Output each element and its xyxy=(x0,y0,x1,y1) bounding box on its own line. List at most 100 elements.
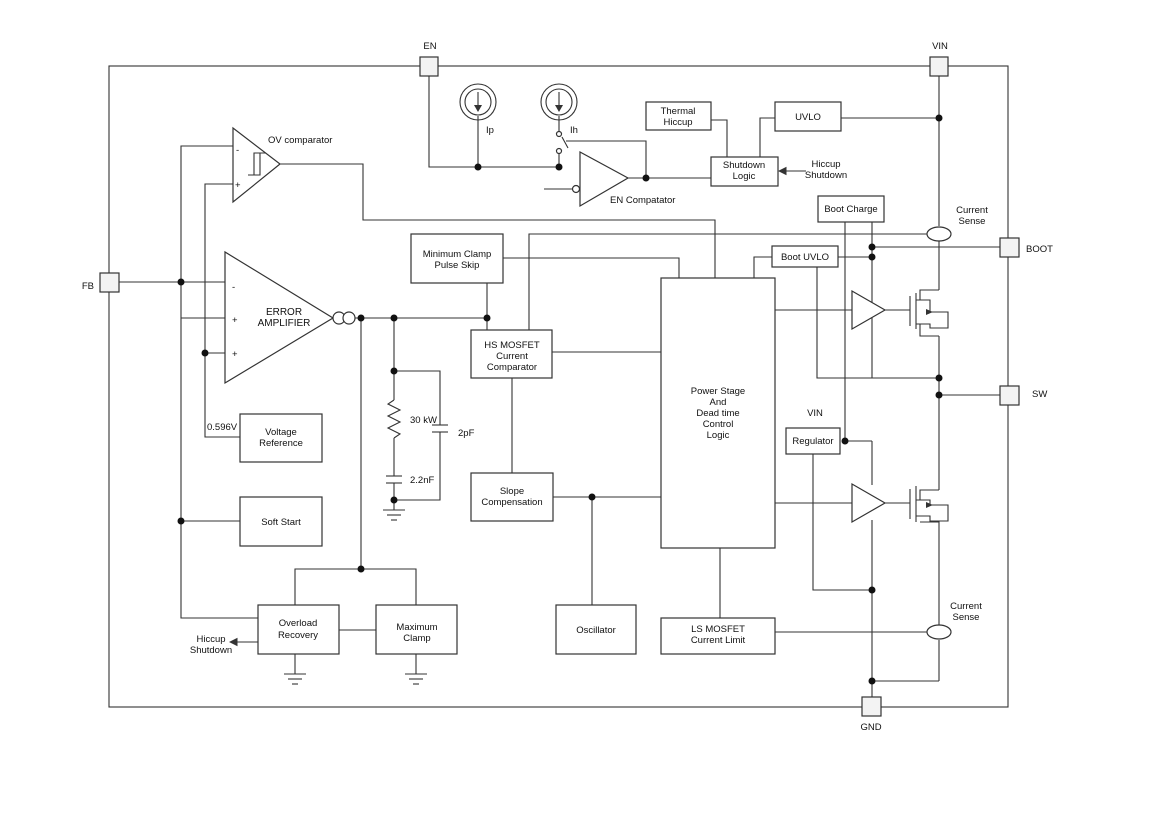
current-sense-top-label-2: Sense xyxy=(959,216,986,227)
oscillator-block xyxy=(555,604,637,655)
current-sense-bot-label-2: Sense xyxy=(953,612,980,623)
boot-charge-block xyxy=(817,195,885,223)
uvlo-label: UVLO xyxy=(795,112,821,123)
fb-pin-label: FB xyxy=(82,281,94,292)
cap-2pF-label: 2pF xyxy=(458,428,475,439)
power-stage-label-3: Dead time xyxy=(696,408,739,419)
slope-compensation-block xyxy=(470,472,554,522)
hs-comp-label-3: Comparator xyxy=(487,362,537,373)
ls-limit-label-2: Current Limit xyxy=(691,635,746,646)
ground-symbol-comp xyxy=(383,509,405,521)
ls-mosfet-icon xyxy=(909,486,949,522)
min-clamp-block xyxy=(410,233,504,284)
vref-label-1: Voltage xyxy=(265,427,297,438)
sw-pin xyxy=(999,385,1020,406)
ls-gate-driver xyxy=(851,482,887,524)
current-sense-top-label-1: Current xyxy=(956,205,988,216)
thermal-label-2: Hiccup xyxy=(663,117,692,128)
voltage-reference-block xyxy=(239,413,323,463)
en-pin xyxy=(419,56,439,77)
ih-label: Ih xyxy=(570,125,578,136)
hiccup-in-label-2: Shutdown xyxy=(805,170,847,181)
error-amp-line2: AMPLIFIER xyxy=(258,318,311,329)
hs-comparator-block xyxy=(470,329,553,379)
junction-dots xyxy=(177,114,943,685)
hs-comp-label-2: Current xyxy=(496,351,528,362)
error-amp-plus1: + xyxy=(232,315,238,326)
en-pin-label: EN xyxy=(423,41,436,52)
overload-recovery-block xyxy=(257,604,340,655)
current-sense-bot-label-1: Current xyxy=(950,601,982,612)
wires xyxy=(119,76,1000,697)
overload-label-1: Overload xyxy=(279,618,318,629)
soft-start-label: Soft Start xyxy=(261,517,301,528)
switch-icon xyxy=(555,130,563,155)
resistor-value-label: 30 kW xyxy=(410,415,437,426)
ov-comparator-label: OV comparator xyxy=(268,135,332,146)
vin-pin xyxy=(929,56,949,77)
power-stage-label-5: Logic xyxy=(707,430,730,441)
shutdown-logic-block xyxy=(710,156,779,187)
hiccup-out-label-2: Shutdown xyxy=(190,645,232,656)
power-stage-label-1: Power Stage xyxy=(691,386,745,397)
regulator-label: Regulator xyxy=(792,436,833,447)
current-sense-bottom-icon xyxy=(926,624,952,640)
thermal-label-1: Thermal xyxy=(661,106,696,117)
slope-label-1: Slope xyxy=(500,486,524,497)
ground-symbol-overload xyxy=(284,654,306,685)
regulator-block xyxy=(785,427,841,455)
vref-value-label: 0.596V xyxy=(207,422,238,433)
vref-label-2: Reference xyxy=(259,438,303,449)
boot-pin-label: BOOT xyxy=(1026,244,1053,255)
ov-minus-label: - xyxy=(236,145,239,156)
hiccup-out-label-1: Hiccup xyxy=(196,634,225,645)
gnd-pin xyxy=(861,696,882,717)
error-amp-minus: - xyxy=(232,282,235,293)
ov-comparator xyxy=(232,126,281,204)
capacitor-2.2nF xyxy=(386,475,402,484)
slope-label-2: Compensation xyxy=(481,497,542,508)
boot-charge-label: Boot Charge xyxy=(824,204,877,215)
boot-pin xyxy=(999,237,1020,258)
uvlo-block xyxy=(774,101,842,132)
fb-pin xyxy=(99,272,120,293)
min-clamp-label-1: Minimum Clamp xyxy=(423,249,492,260)
shutdown-label-2: Logic xyxy=(733,171,756,182)
power-stage-label-4: Control xyxy=(703,419,734,430)
power-stage-block xyxy=(660,277,776,549)
error-amp-line1: ERROR xyxy=(266,307,302,318)
en-comparator xyxy=(571,150,630,208)
capacitor-2pF xyxy=(432,424,448,433)
overload-label-2: Recovery xyxy=(278,630,318,641)
power-stage-label-2: And xyxy=(710,397,727,408)
gnd-pin-label: GND xyxy=(860,722,881,733)
shutdown-label-1: Shutdown xyxy=(723,160,765,171)
error-amp-plus2: + xyxy=(232,349,238,360)
current-sense-top-icon xyxy=(926,226,952,242)
max-clamp-label-2: Clamp xyxy=(403,633,430,644)
soft-start-block xyxy=(239,496,323,547)
sw-pin-label: SW xyxy=(1032,389,1047,400)
ls-limit-label-1: LS MOSFET xyxy=(691,624,745,635)
thermal-hiccup-block xyxy=(645,101,712,131)
maximum-clamp-block xyxy=(375,604,458,655)
current-source-ih-icon xyxy=(540,83,578,121)
vin-reg-label: VIN xyxy=(807,408,823,419)
cap-2.2nF-label: 2.2nF xyxy=(410,475,434,486)
ip-label: Ip xyxy=(486,125,494,136)
hs-mosfet-icon xyxy=(909,293,949,329)
ground-symbol-clamp xyxy=(405,654,427,685)
boot-uvlo-label: Boot UVLO xyxy=(781,252,829,263)
boot-uvlo-block xyxy=(771,245,839,268)
current-source-ip-icon xyxy=(459,83,497,121)
ov-plus-label: + xyxy=(235,180,241,191)
en-comparator-label: EN Compatator xyxy=(610,195,675,206)
hiccup-in-label-1: Hiccup xyxy=(811,159,840,170)
hs-comp-label-1: HS MOSFET xyxy=(484,340,540,351)
vin-pin-label: VIN xyxy=(932,41,948,52)
error-amplifier xyxy=(224,250,356,385)
oscillator-label: Oscillator xyxy=(576,625,616,636)
min-clamp-label-2: Pulse Skip xyxy=(435,260,480,271)
hs-gate-driver xyxy=(851,289,887,331)
